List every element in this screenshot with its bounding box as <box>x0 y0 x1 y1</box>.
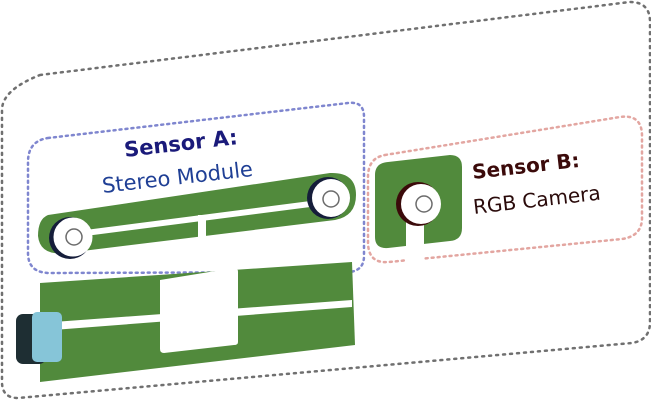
sensor-b-outline <box>366 115 644 264</box>
processor-chip <box>160 268 238 353</box>
sensor-b-group: Sensor B: RGB Camera <box>366 115 644 264</box>
usb-connector-icon <box>16 312 62 364</box>
right-lens-icon <box>307 177 350 219</box>
left-lens-icon <box>49 217 93 259</box>
sensor-a-group: Sensor A: Stereo Module <box>26 101 366 275</box>
sensor-b-title: Sensor B: <box>471 148 581 184</box>
sensor-a-outline <box>26 101 366 275</box>
stereo-module-board <box>38 172 356 254</box>
sensor-a-title: Sensor A: <box>123 125 239 162</box>
stereo-module-channel <box>70 200 318 238</box>
rgb-lens-icon <box>396 182 441 226</box>
sensor-b-subtitle: RGB Camera <box>472 181 602 219</box>
main-board <box>16 215 355 382</box>
